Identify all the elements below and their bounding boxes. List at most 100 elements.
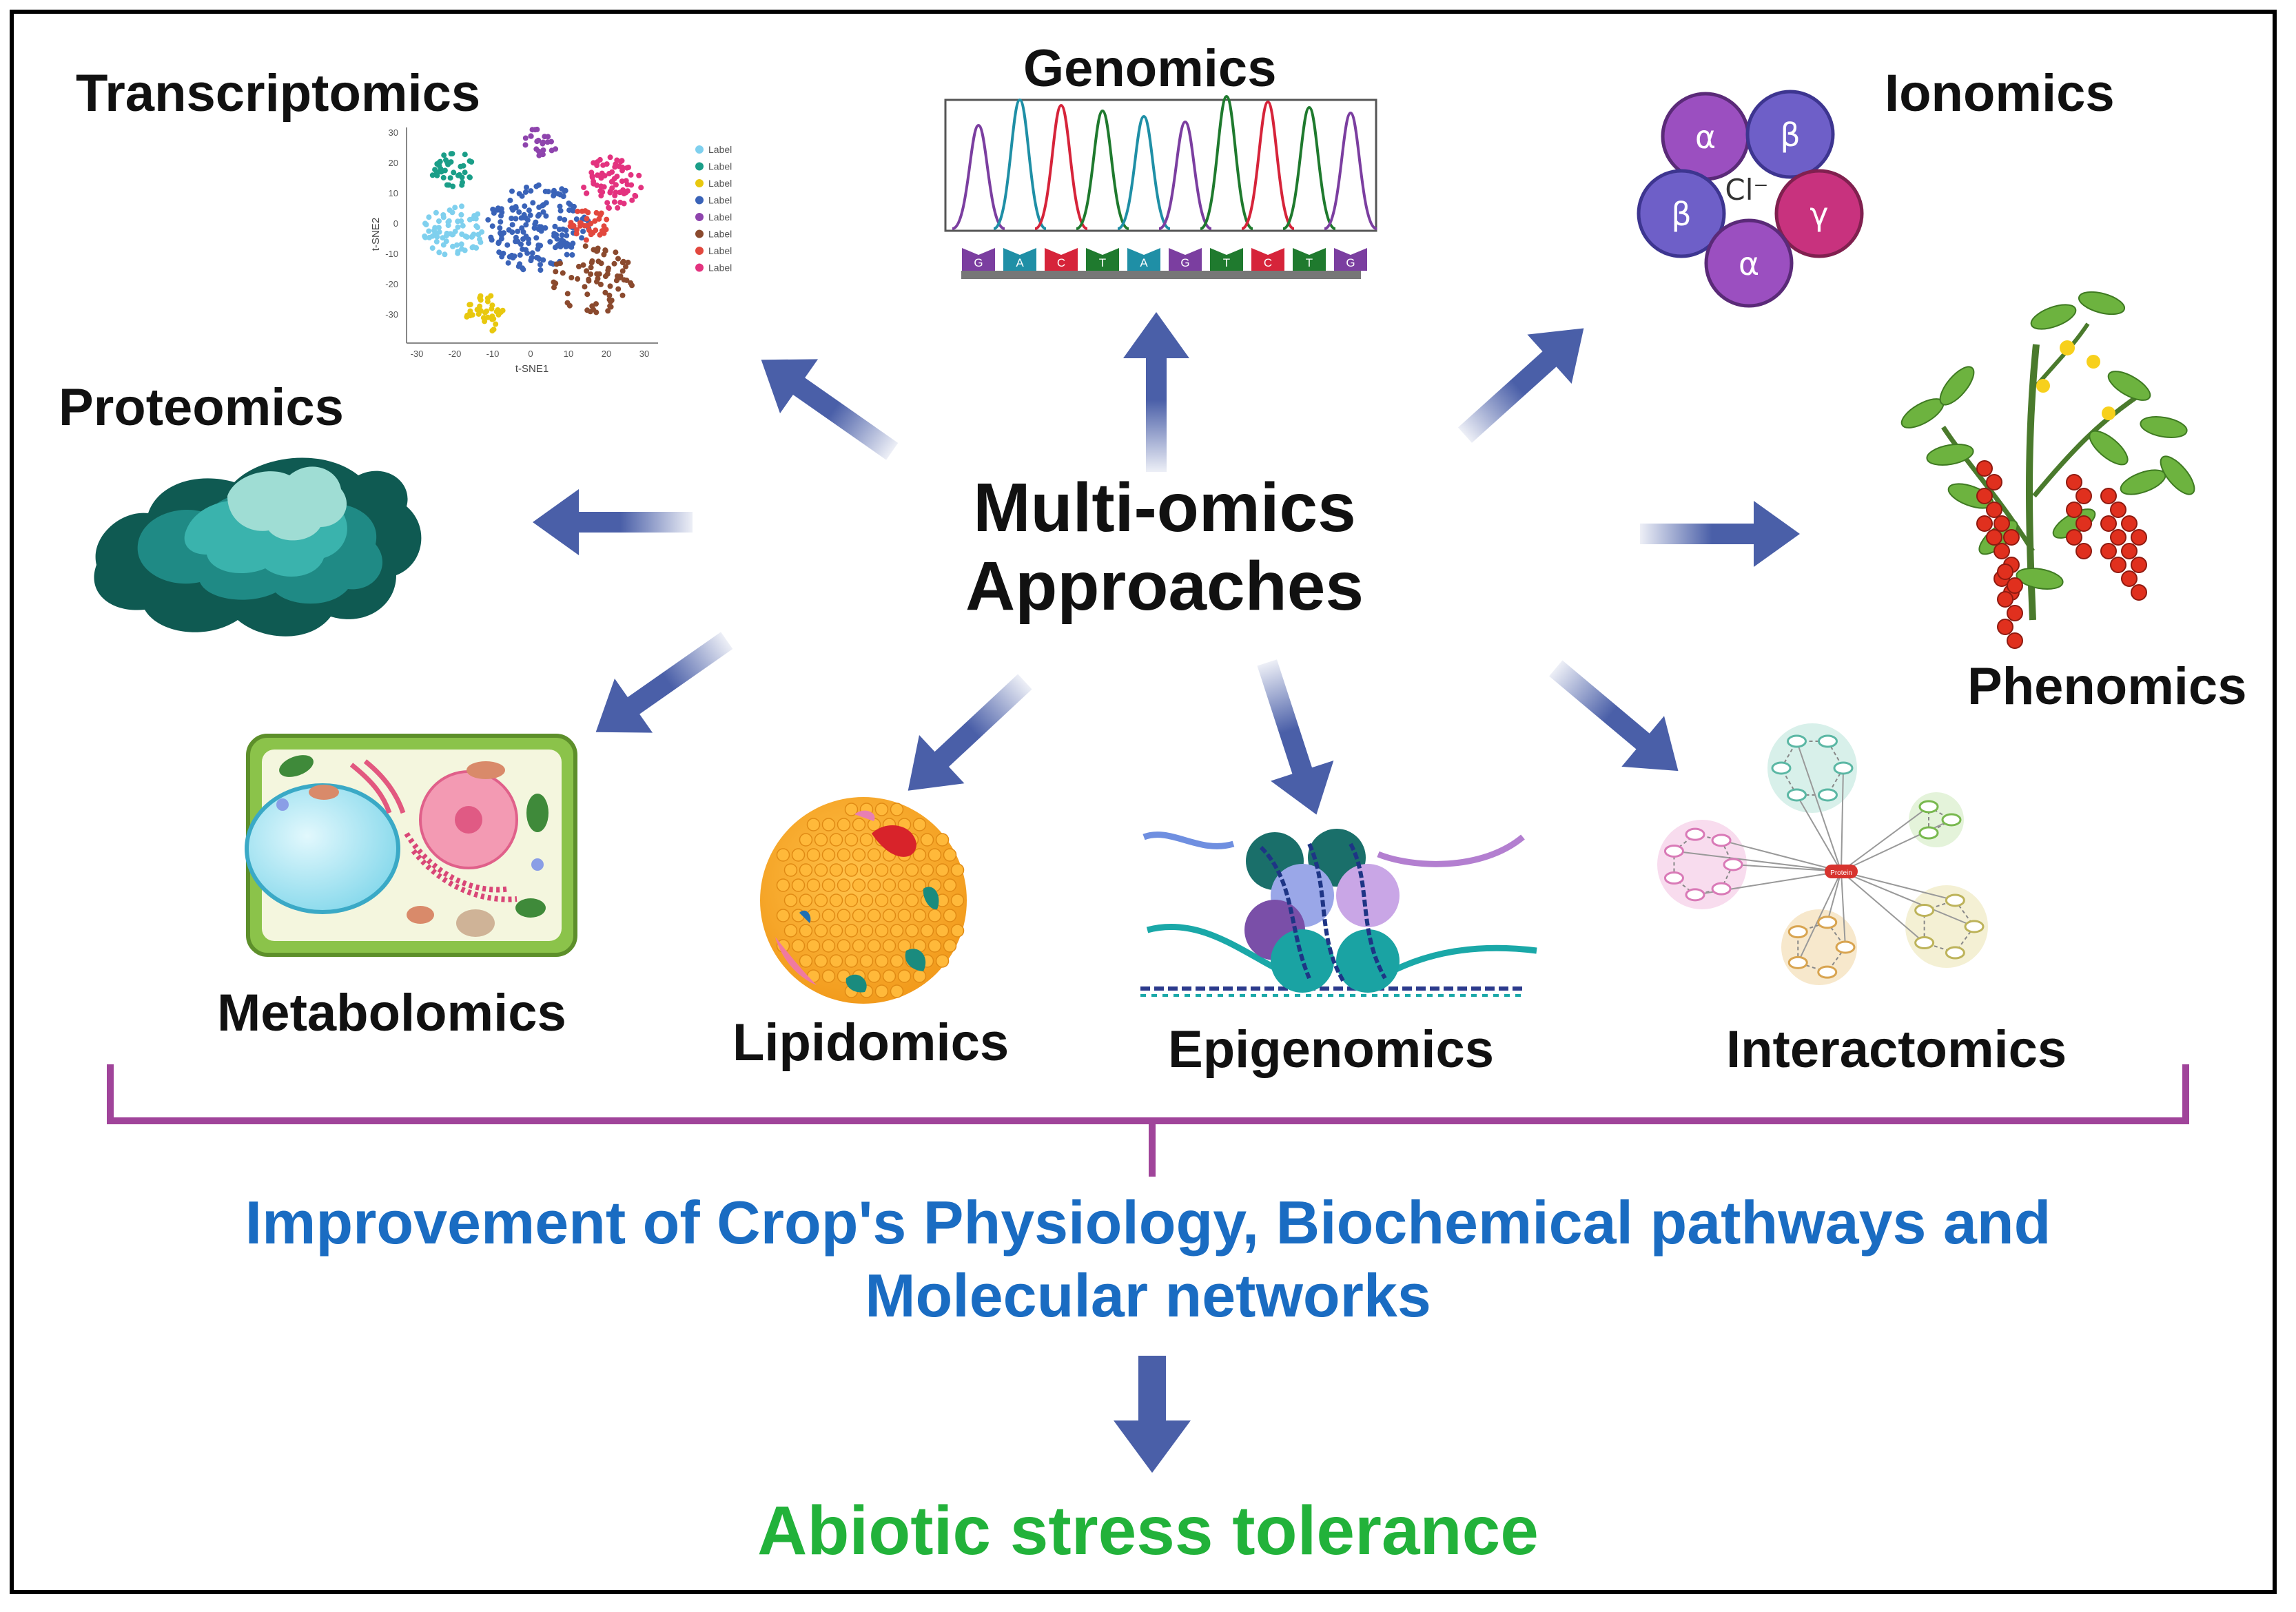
arrow-to-metabolomics — [577, 613, 746, 760]
tsne-point — [601, 230, 607, 236]
tsne-point — [560, 270, 566, 276]
leaf — [2078, 291, 2126, 316]
tsne-point — [584, 307, 591, 313]
lipid-dot — [859, 863, 874, 877]
tsne-point — [469, 312, 475, 318]
tsne-point — [455, 249, 461, 255]
lipid-dot — [814, 893, 828, 907]
network-edge — [1841, 767, 1844, 872]
tsne-point — [602, 289, 608, 296]
network-node — [1663, 871, 1684, 885]
tsne-point — [584, 223, 591, 229]
label-proteomics: Proteomics — [59, 378, 344, 437]
tsne-y-tick: -20 — [385, 279, 398, 289]
tsne-point — [636, 172, 642, 178]
network-node — [1918, 800, 1939, 814]
lipid-dot — [927, 909, 942, 922]
tsne-point — [518, 241, 524, 247]
tsne-point — [519, 193, 525, 199]
tsne-point — [586, 227, 592, 234]
tsne-point — [573, 231, 580, 237]
lipid-dot — [814, 863, 828, 877]
lipid-dot — [859, 924, 874, 938]
lipid-dot — [882, 909, 896, 922]
tsne-point — [580, 228, 586, 234]
tsne-y-tick: 20 — [389, 158, 398, 168]
tomato-fruit — [1997, 564, 2013, 580]
tsne-point — [471, 231, 477, 238]
lipid-dot — [821, 878, 836, 892]
tsne-point — [537, 267, 544, 273]
tsne-point — [474, 307, 480, 313]
tsne-point — [594, 163, 600, 168]
subunit-alpha-2: α — [1739, 245, 1759, 282]
tsne-legend-label: Label — [708, 195, 732, 206]
tsne-point — [499, 209, 505, 216]
network-node — [1833, 761, 1854, 775]
lipid-dot — [905, 924, 919, 938]
tsne-point — [540, 147, 546, 153]
chromatogram-peak — [1200, 94, 1253, 230]
tomato-fruit — [1976, 515, 1993, 532]
tsne-point — [624, 277, 630, 283]
tsne-point — [437, 158, 443, 165]
network-node — [1918, 826, 1939, 840]
base-block — [1045, 248, 1078, 271]
tsne-point — [440, 235, 446, 241]
lipid-dot — [950, 863, 965, 877]
lipid-dot — [912, 848, 927, 862]
tsne-point — [462, 247, 468, 254]
lipid-dot — [799, 954, 813, 968]
tsne-point — [513, 216, 519, 222]
tsne-point — [538, 228, 544, 234]
lipid-dot — [821, 909, 836, 922]
tsne-point — [584, 268, 590, 274]
base-block — [1251, 248, 1284, 271]
base-block — [1086, 248, 1119, 271]
leaf — [1939, 366, 1975, 406]
base-block — [1210, 248, 1243, 271]
tsne-point — [498, 219, 504, 225]
chromatogram-peak — [1076, 109, 1129, 230]
tomato-fruit — [2066, 502, 2082, 518]
tsne-point — [579, 235, 585, 241]
tsne-point — [625, 259, 631, 265]
arrow-to-transcriptomics — [742, 332, 912, 479]
lipid-dot — [943, 848, 957, 862]
tomato-fruit — [1986, 474, 2002, 490]
lipid-dot — [943, 939, 957, 953]
tsne-point — [535, 148, 542, 154]
tsne-point — [484, 308, 490, 314]
tsne-point — [433, 209, 439, 216]
lipid-dot — [874, 893, 889, 907]
lipid-dot — [890, 803, 904, 816]
tsne-point — [522, 189, 529, 195]
center-title-line2: Approaches — [965, 548, 1364, 625]
network-node — [1711, 834, 1732, 847]
arrow-to-proteomics — [533, 489, 693, 555]
label-metabolomics: Metabolomics — [217, 984, 566, 1042]
lipid-dot — [890, 863, 904, 877]
tsne-point — [504, 242, 511, 248]
tsne-point — [597, 156, 603, 163]
tsne-point — [609, 185, 615, 192]
tsne-point — [547, 239, 553, 245]
tsne-point — [526, 240, 532, 246]
tsne-point — [613, 182, 619, 188]
tsne-point — [528, 133, 534, 139]
lipid-dot — [867, 848, 881, 862]
tsne-point — [521, 211, 527, 218]
tsne-point — [576, 263, 582, 269]
tsne-y-tick: 10 — [389, 188, 398, 198]
tsne-legend-label: Label — [708, 229, 732, 240]
lipid-dot — [776, 878, 790, 892]
tsne-point — [556, 227, 562, 233]
lipid-dot — [882, 969, 896, 983]
network-node — [1964, 920, 1985, 933]
lipid-dot — [935, 833, 950, 847]
tsne-point — [608, 304, 614, 310]
lipid-dot — [867, 969, 881, 983]
tsne-point — [469, 245, 475, 251]
tsne-point — [509, 252, 515, 258]
